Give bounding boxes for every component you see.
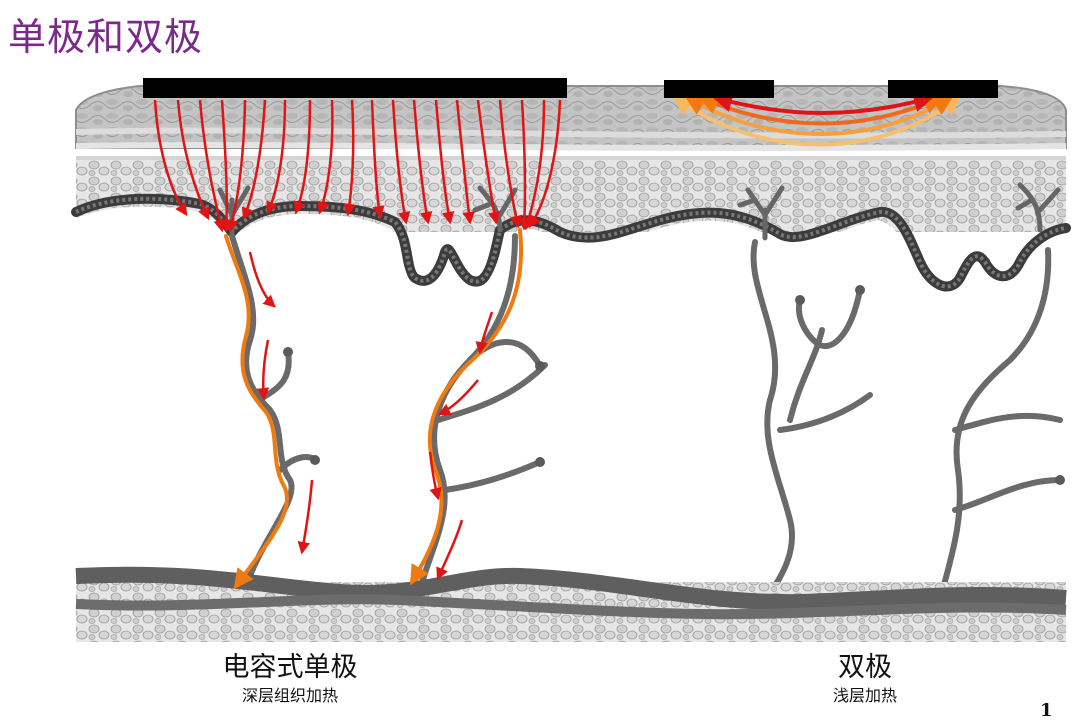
heat-paths — [224, 228, 523, 590]
monopolar-sublabel: 深层组织加热 — [241, 686, 338, 705]
bipolar-caption: 双极 浅层加热 — [810, 652, 920, 706]
current-arrows — [153, 99, 562, 581]
monopolar-label: 电容式单极 — [222, 652, 358, 683]
monopolar-caption: 电容式单极 深层组织加热 — [190, 652, 390, 706]
bipolar-label: 双极 — [838, 652, 892, 683]
bipolar-electrode-left — [664, 80, 774, 98]
monopolar-electrode — [143, 78, 567, 98]
bipolar-sublabel: 浅层加热 — [832, 686, 897, 705]
bipolar-current-arcs — [672, 92, 962, 147]
page-number: 1 — [1040, 700, 1053, 721]
page-title: 单极和双极 — [8, 15, 204, 59]
bipolar-electrode-right — [888, 80, 998, 98]
deep-blood-vessel — [75, 566, 1067, 611]
capillary-branches — [217, 182, 1061, 241]
